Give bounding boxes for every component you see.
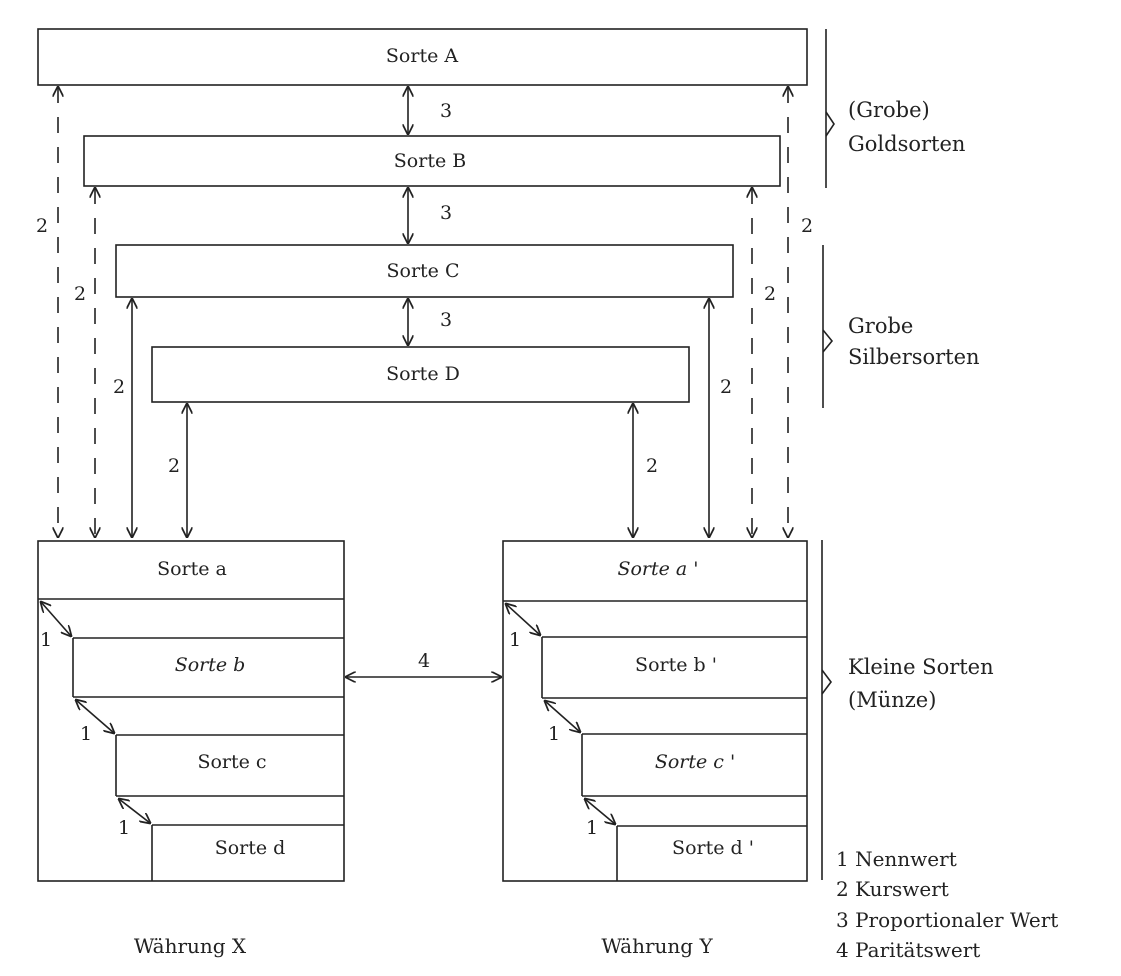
sorte-b-y-label: Sorte b '	[635, 654, 717, 676]
label-2-B-y: 2	[764, 283, 776, 305]
label-1-x-cd: 1	[118, 817, 130, 839]
sorte-D-box: Sorte D	[151, 346, 690, 403]
label-2-C-y: 2	[720, 376, 732, 398]
label-1-x-ab: 1	[40, 629, 52, 651]
legend-item-3: 3 Proportionaler Wert	[836, 908, 1058, 932]
currency-y-block	[502, 540, 808, 882]
label-3-AB: 3	[440, 100, 452, 122]
legend-item-4: 4 Paritätswert	[836, 938, 980, 962]
nennwert-arrow-y-bc	[545, 701, 580, 732]
nennwert-arrow-y-cd	[585, 799, 615, 824]
legend-item-1: 1 Nennwert	[836, 847, 957, 871]
nennwert-arrow-x-cd	[119, 799, 150, 823]
sorte-c-y-label: Sorte c '	[655, 751, 735, 773]
label-2-B-x: 2	[74, 283, 86, 305]
sorte-a-x-label: Sorte a	[157, 558, 227, 580]
nennwert-arrow-y-ab	[506, 604, 540, 635]
sorte-A-box: Sorte A	[37, 28, 808, 86]
currency-x-title: Währung X	[134, 934, 247, 958]
gold-brace	[825, 29, 835, 188]
currency-y-title: Währung Y	[601, 934, 713, 958]
sorte-a-y-label: Sorte a '	[617, 558, 698, 580]
sorte-B-label: Sorte B	[394, 150, 466, 172]
sorte-C-label: Sorte C	[387, 260, 460, 282]
small-brace	[821, 540, 832, 880]
label-4: 4	[418, 650, 430, 672]
sorte-b-x-label: Sorte b	[175, 654, 246, 676]
label-2-A-y: 2	[801, 215, 813, 237]
nennwert-arrow-x-ab	[41, 602, 71, 636]
gold-label-line2: Goldsorten	[848, 132, 965, 156]
sorte-A-label: Sorte A	[386, 45, 458, 67]
sorte-c-x-label: Sorte c	[197, 751, 266, 773]
sorte-B-box: Sorte B	[83, 135, 781, 187]
currency-x-block	[37, 540, 345, 882]
sorte-D-label: Sorte D	[386, 363, 460, 385]
label-3-CD: 3	[440, 309, 452, 331]
nennwert-arrow-x-bc	[76, 700, 114, 733]
label-1-y-cd: 1	[586, 817, 598, 839]
label-2-D-x: 2	[168, 455, 180, 477]
label-2-C-x: 2	[113, 376, 125, 398]
legend: 1 Nennwert 2 Kurswert 3 Proportionaler W…	[836, 847, 1058, 962]
gold-label-line1: (Grobe)	[848, 98, 930, 122]
sorte-d-y-label: Sorte d '	[672, 837, 754, 859]
sorte-d-x-label: Sorte d	[215, 837, 286, 859]
label-2-A-x: 2	[36, 215, 48, 237]
small-label-line1: Kleine Sorten	[848, 655, 994, 679]
label-1-y-ab: 1	[509, 629, 521, 651]
silver-label-line2: Silbersorten	[848, 345, 980, 369]
small-label-line2: (Münze)	[848, 688, 936, 712]
silver-brace	[822, 245, 834, 408]
label-3-BC: 3	[440, 202, 452, 224]
label-2-D-y: 2	[646, 455, 658, 477]
label-1-x-bc: 1	[80, 723, 92, 745]
label-1-y-bc: 1	[548, 723, 560, 745]
sorte-C-box: Sorte C	[115, 244, 734, 298]
silver-label-line1: Grobe	[848, 314, 913, 338]
legend-item-2: 2 Kurswert	[836, 877, 949, 901]
